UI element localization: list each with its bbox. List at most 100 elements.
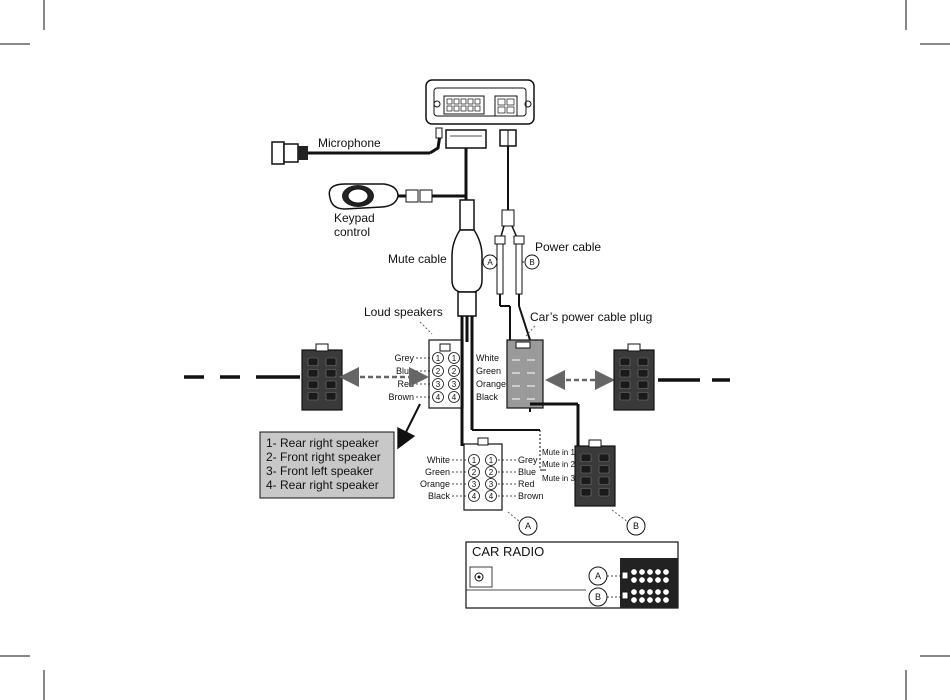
upper-connector-pins: 1 1 2 2 3 3 4 4 (432, 352, 460, 403)
upper-right-color-4: Black (476, 392, 499, 402)
lower-pin-4 (485, 490, 497, 502)
lower-left-color-1: White (427, 455, 450, 465)
upper-pin-number: 2 (436, 367, 441, 376)
upper-pin-number: 4 (452, 393, 457, 402)
loud-speakers-pointer (419, 321, 433, 335)
radio-marker-a: A (588, 566, 608, 586)
marker-b-lower: B (626, 516, 646, 536)
lower-pin-2 (468, 466, 480, 478)
lower-pin-1 (485, 454, 497, 466)
keypad-icon (328, 183, 466, 210)
svg-text:B: B (633, 521, 639, 531)
power-cable-label: Power cable (535, 240, 601, 254)
lower-wires (460, 338, 580, 471)
lower-pin-number: 3 (472, 480, 477, 489)
upper-left-color-1: Grey (394, 353, 414, 363)
lower-left-leaders (452, 459, 468, 497)
upper-right-color-2: Green (476, 366, 501, 376)
upper-left-color-3: Red (397, 379, 414, 389)
lower-right-color-2: Blue (518, 467, 536, 477)
lower-left-color-3: Orange (420, 479, 450, 489)
svg-text:A: A (487, 258, 493, 267)
legend-item-2: 2- Front right speaker (266, 450, 381, 464)
speaker-legend-box (259, 431, 395, 499)
marker-b-power: B (524, 254, 540, 270)
power-connector (499, 129, 517, 147)
upper-pin-1 (448, 352, 460, 364)
marker-a-leader (507, 511, 521, 523)
lower-pin-number: 1 (489, 456, 494, 465)
mute-in-1-label: Mute in 1 (542, 448, 575, 457)
right-iso-connector (613, 343, 655, 411)
upper-pin-number: 1 (436, 354, 441, 363)
loud-speakers-label: Loud speakers (364, 305, 443, 319)
svg-text:B: B (595, 592, 601, 602)
legend-arrow (397, 403, 421, 450)
lower-pin-number: 2 (472, 468, 477, 477)
lower-left-color-2: Green (425, 467, 450, 477)
left-iso-connector (301, 343, 343, 411)
car-radio-label: CAR RADIO (472, 544, 544, 559)
marker-b-leader (611, 509, 629, 523)
main-harness-connector (445, 129, 487, 149)
upper-left-color-4: Brown (388, 392, 414, 402)
mute-cable-label: Mute cable (388, 252, 447, 266)
svg-text:A: A (525, 521, 531, 531)
lower-pin-3 (485, 478, 497, 490)
upper-pin-3 (448, 378, 460, 390)
lower-pin-number: 3 (489, 480, 494, 489)
legend-item-3: 3- Front left speaker (266, 464, 373, 478)
lower-pin-3 (468, 478, 480, 490)
microphone-label: Microphone (318, 136, 381, 150)
upper-pin-4 (448, 391, 460, 403)
radio-marker-b: B (588, 587, 608, 607)
upper-pin-3 (432, 378, 444, 390)
lower-pin-1 (468, 454, 480, 466)
upper-pin-4 (432, 391, 444, 403)
marker-a-power: A (482, 254, 498, 270)
microphone-icon (271, 127, 443, 165)
lower-pin-number: 2 (489, 468, 494, 477)
lower-pin-2 (485, 466, 497, 478)
upper-pin-number: 3 (452, 380, 457, 389)
upper-right-color-1: White (476, 353, 499, 363)
lower-right-color-4: Brown (518, 491, 544, 501)
upper-pin-number: 2 (452, 367, 457, 376)
upper-pin-number: 1 (452, 354, 457, 363)
lower-connector-pins: 1 1 2 2 3 3 4 4 (468, 454, 497, 502)
control-unit (425, 79, 535, 125)
svg-text:A: A (595, 571, 601, 581)
legend-item-4: 4- Rear right speaker (266, 478, 379, 492)
main-harness-cable (451, 148, 483, 342)
power-cable (490, 146, 531, 341)
svg-text:B: B (529, 258, 534, 267)
marker-a-lower: A (518, 516, 538, 536)
keypad-label-line2: control (334, 225, 370, 239)
radio-marker-leaders (607, 575, 622, 598)
lower-pin-number: 4 (472, 492, 477, 501)
car-radio-socket-pins (630, 568, 670, 604)
upper-pin-1 (432, 352, 444, 364)
car-power-plug (506, 339, 544, 409)
upper-pin-2 (432, 365, 444, 377)
legend-item-1: 1- Rear right speaker (266, 436, 379, 450)
lower-right-color-3: Red (518, 479, 535, 489)
mute-in-2-label: Mute in 2 (542, 460, 575, 469)
keypad-label-line1: Keypad (334, 211, 375, 225)
car-power-plug-label: Car’s power cable plug (530, 310, 652, 324)
lower-pin-number: 4 (489, 492, 494, 501)
upper-pin-2 (448, 365, 460, 377)
mute-connector (574, 439, 616, 507)
upper-pin-number: 4 (436, 393, 441, 402)
lower-right-color-1: Grey (518, 455, 538, 465)
lower-left-color-4: Black (428, 491, 451, 501)
upper-pin-number: 3 (436, 380, 441, 389)
upper-right-color-3: Orange (476, 379, 506, 389)
mute-in-3-label: Mute in 3 (542, 474, 575, 483)
lower-pin-number: 1 (472, 456, 477, 465)
lower-right-leaders (498, 459, 516, 497)
upper-left-color-2: Blue (396, 366, 414, 376)
lower-pin-4 (468, 490, 480, 502)
